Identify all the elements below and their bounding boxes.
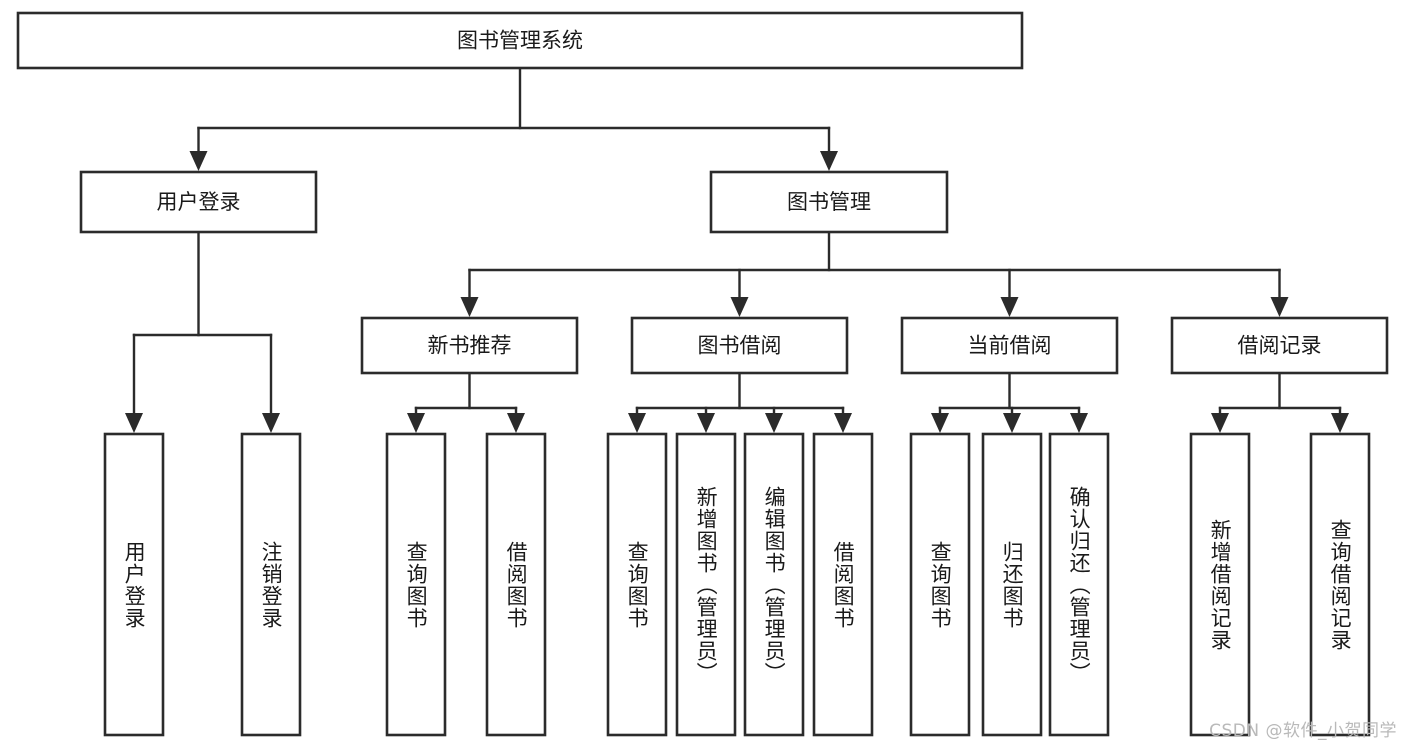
arrow-head-icon xyxy=(1270,297,1289,317)
node-box-leaf-borrow-book-1[interactable] xyxy=(485,432,547,737)
node-box-book-borrow[interactable] xyxy=(630,316,849,375)
arrow-head-icon xyxy=(697,413,715,433)
arrow-head-icon xyxy=(820,151,838,171)
arrow-head-icon xyxy=(262,413,280,433)
node-box-current-borrow[interactable] xyxy=(900,316,1119,375)
node-box-leaf-user-logout[interactable] xyxy=(240,432,302,737)
node-box-leaf-add-record[interactable] xyxy=(1189,432,1251,737)
arrow-head-icon xyxy=(765,413,783,433)
arrow-head-icon xyxy=(628,413,646,433)
node-label-book-borrow: 图书借阅 xyxy=(698,334,782,358)
arrow-head-icon xyxy=(189,151,208,171)
node-box-user-login[interactable] xyxy=(79,170,318,234)
node-box-leaf-query-book-1[interactable] xyxy=(385,432,447,737)
node-box-leaf-query-book-3[interactable] xyxy=(909,432,971,737)
node-label-book-manage: 图书管理 xyxy=(787,190,871,214)
arrow-head-icon xyxy=(1003,413,1021,433)
node-box-new-book-rec[interactable] xyxy=(360,316,579,375)
node-box-leaf-user-login[interactable] xyxy=(103,432,165,737)
node-box-leaf-return-book[interactable] xyxy=(981,432,1043,737)
node-box-leaf-confirm-return[interactable] xyxy=(1048,432,1110,737)
node-box-leaf-borrow-book-2[interactable] xyxy=(812,432,874,737)
arrow-head-icon xyxy=(1070,413,1088,433)
arrow-head-icon xyxy=(730,297,749,317)
node-box-borrow-record[interactable] xyxy=(1170,316,1389,375)
arrow-head-icon xyxy=(1211,413,1229,433)
arrow-head-icon xyxy=(407,413,425,433)
arrow-head-icon xyxy=(460,297,479,317)
node-box-leaf-add-book[interactable] xyxy=(675,432,737,737)
arrow-head-icon xyxy=(1000,297,1019,317)
node-box-root[interactable] xyxy=(16,11,1024,70)
node-box-leaf-query-book-2[interactable] xyxy=(606,432,668,737)
node-label-new-book-rec: 新书推荐 xyxy=(428,334,512,358)
arrow-head-icon xyxy=(931,413,949,433)
arrow-head-icon xyxy=(1331,413,1349,433)
node-box-leaf-query-record[interactable] xyxy=(1309,432,1371,737)
node-label-current-borrow: 当前借阅 xyxy=(968,334,1052,358)
connector-layer xyxy=(125,66,1349,433)
node-label-borrow-record: 借阅记录 xyxy=(1238,334,1322,358)
arrow-head-icon xyxy=(834,413,852,433)
watermark: CSDN @软件_小贺同学 xyxy=(1209,721,1397,741)
node-box-leaf-edit-book[interactable] xyxy=(743,432,805,737)
node-box-book-manage[interactable] xyxy=(709,170,949,234)
arrow-head-icon xyxy=(507,413,525,433)
node-label-user-login: 用户登录 xyxy=(157,190,241,214)
arrow-head-icon xyxy=(125,413,143,433)
node-box-layer xyxy=(16,11,1389,737)
node-label-root: 图书管理系统 xyxy=(457,29,583,53)
